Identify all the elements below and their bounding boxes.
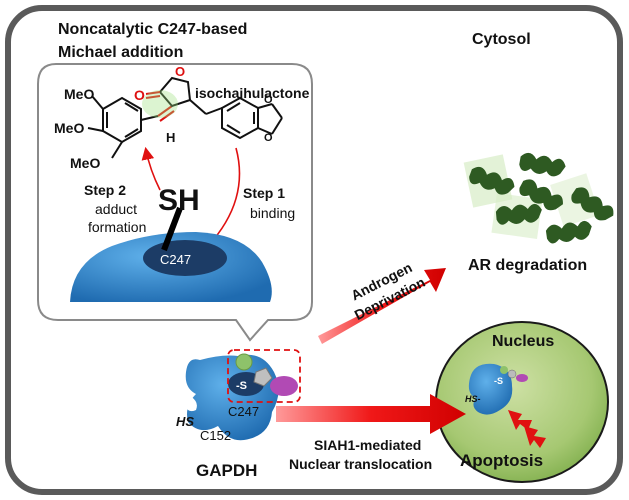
title-line2: Michael addition xyxy=(58,44,183,61)
ligand-green xyxy=(235,353,253,371)
nucleus-ligand-purple xyxy=(516,374,528,382)
meo-label-2: MeO xyxy=(54,120,84,136)
step2-line1: adduct xyxy=(95,201,137,217)
step1-title: Step 1 xyxy=(243,185,285,201)
apoptosis-arrow-1 xyxy=(508,410,532,430)
siah1-line2: Nuclear translocation xyxy=(289,456,432,472)
step2-title: Step 2 xyxy=(84,182,126,198)
meo-label-1: MeO xyxy=(64,86,94,102)
ligand-purple xyxy=(270,376,298,396)
nucleus-ligand-green xyxy=(500,366,508,374)
gapdh-hs-label: HS xyxy=(176,414,194,429)
isochaihulactone-structure xyxy=(87,76,283,159)
androgen-deprivation-arrow xyxy=(318,268,446,344)
meo-label-3: MeO xyxy=(70,155,100,171)
gapdh-cleft xyxy=(184,394,197,412)
ar-degradation-label: AR degradation xyxy=(468,257,587,274)
hydrogen-label: H xyxy=(166,130,175,145)
sh-label: SH xyxy=(158,184,200,217)
ring-o-label-3: O xyxy=(264,132,273,144)
nucleus-s-label: -S xyxy=(494,376,503,386)
carbonyl-o-label: O xyxy=(134,87,145,103)
ring-o-label: O xyxy=(175,64,185,79)
isochaihulactone-label: isochaihulactone xyxy=(195,85,310,101)
gapdh-s-label: -S xyxy=(236,380,247,392)
inset-c247-label: C247 xyxy=(160,252,191,267)
sh-bond xyxy=(161,206,183,252)
apoptosis-label: Apoptosis xyxy=(460,451,543,470)
nucleus-hs-label: HS- xyxy=(465,394,481,404)
cytosol-label: Cytosol xyxy=(472,31,531,48)
gapdh-c152-label: C152 xyxy=(200,428,231,443)
step2-arrow xyxy=(141,146,161,191)
nucleus-label: Nucleus xyxy=(492,333,554,350)
ligand-selection-box xyxy=(227,349,301,403)
step1-text: binding xyxy=(250,205,295,221)
ar-fragments xyxy=(463,152,614,244)
nucleus-gapdh xyxy=(468,363,513,415)
ring-o-label-2: O xyxy=(264,94,273,106)
gapdh-c247-label: C247 xyxy=(228,404,259,419)
siah1-line1: SIAH1-mediated xyxy=(314,437,421,453)
apoptosis-arrow-2 xyxy=(524,426,546,448)
ligand-gray xyxy=(253,367,273,387)
siah1-arrow xyxy=(276,394,466,434)
michael-acceptor-highlight xyxy=(142,90,178,118)
gapdh-name-label: GAPDH xyxy=(196,461,257,480)
step2-line2: formation xyxy=(88,219,146,235)
nucleus-ligand-gray xyxy=(507,369,517,379)
title-line1: Noncatalytic C247-based xyxy=(58,21,247,38)
